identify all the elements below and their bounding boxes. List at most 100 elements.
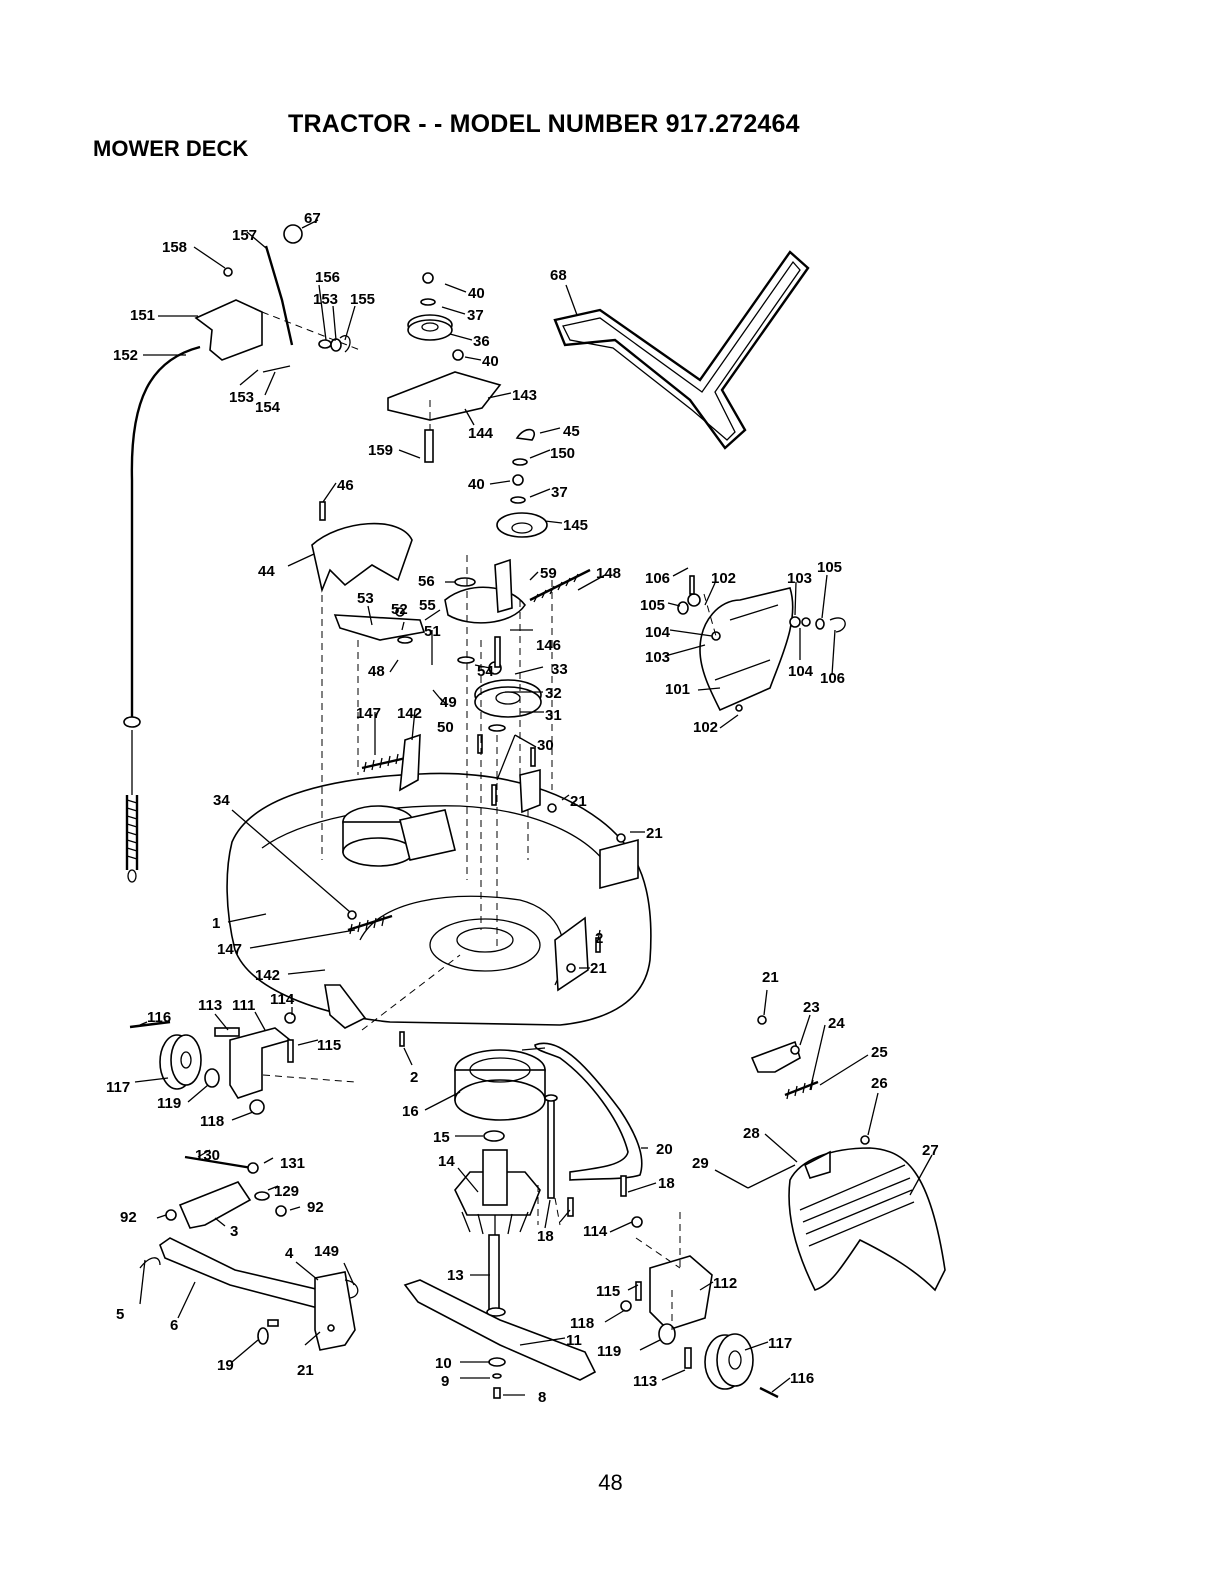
idler-arm-group [333,558,591,935]
callout-23: 23 [803,999,820,1016]
callout-157: 157 [232,227,257,244]
callout-118-left: 118 [200,1113,224,1130]
callout-119-right: 119 [597,1343,621,1360]
callout-11: 11 [566,1332,582,1349]
callout-118-right: 118 [570,1315,594,1332]
callout-21-deck-a: 21 [570,793,587,810]
callout-106-top: 106 [645,570,670,587]
callout-114-right: 114 [583,1223,608,1240]
callout-117-right: 117 [768,1335,792,1352]
callout-154: 154 [255,399,281,416]
front-link-arm-group [139,1155,359,1351]
mower-deck-housing [226,772,652,1026]
callout-14: 14 [438,1153,455,1170]
callout-40-middle: 40 [482,353,499,370]
callout-1: 1 [212,915,220,932]
callout-3: 3 [230,1223,238,1240]
callout-49: 49 [440,694,457,711]
callout-147-bottom: 147 [217,941,242,958]
callout-113-right: 113 [633,1373,657,1390]
callout-117-left: 117 [106,1079,130,1096]
callout-16: 16 [402,1103,419,1120]
callout-156: 156 [315,269,340,286]
callout-5: 5 [116,1306,124,1323]
callout-142-bottom: 142 [255,967,280,984]
deck-spindle-assembly [342,805,456,867]
callout-67: 67 [304,210,321,227]
page-number: 48 [598,1470,623,1495]
callout-116-left: 116 [147,1009,171,1026]
callout-15: 15 [433,1129,450,1146]
callout-104-left: 104 [645,624,671,641]
front-hanger [521,1042,643,1181]
callout-labels: 67 157 158 156 151 153 155 152 153 154 4… [106,210,939,1406]
callout-116-right: 116 [790,1370,814,1387]
callout-102-top: 102 [711,570,736,587]
callout-25: 25 [871,1044,888,1061]
callout-9: 9 [441,1373,449,1390]
callout-142-top: 142 [397,705,422,722]
callout-153-top: 153 [313,291,338,308]
callout-18-left: 18 [537,1228,554,1245]
callout-145: 145 [563,517,588,534]
callout-103-left: 103 [645,649,670,666]
callout-155: 155 [350,291,375,308]
callout-59: 59 [540,565,557,582]
callout-112: 112 [713,1275,737,1292]
callout-37-lower: 37 [551,484,568,501]
callout-55: 55 [419,597,436,614]
callout-8: 8 [538,1389,546,1406]
callout-53: 53 [357,590,374,607]
callout-13: 13 [447,1267,464,1284]
callout-129: 129 [274,1183,299,1200]
callout-21-bottom: 21 [297,1362,314,1379]
mower-blade [403,1279,597,1399]
callout-101: 101 [665,681,690,698]
callout-143: 143 [512,387,537,404]
callout-20: 20 [656,1141,673,1158]
callout-4: 4 [285,1245,294,1262]
callout-30: 30 [537,737,554,754]
callout-105-right: 105 [817,559,842,576]
callout-111: 111 [232,997,255,1014]
callout-150: 150 [550,445,575,462]
callout-31: 31 [545,707,562,724]
callout-104-right: 104 [788,663,814,680]
callout-54: 54 [477,663,494,680]
callout-106-right: 106 [820,670,845,687]
callout-36: 36 [473,333,490,350]
callout-153-bottom: 153 [229,389,254,406]
callout-68: 68 [550,267,567,284]
callout-21-deck-b: 21 [646,825,663,842]
callout-34: 34 [213,792,230,809]
callout-18-right: 18 [658,1175,675,1192]
leader-lines [134,219,933,1396]
callout-45: 45 [563,423,580,440]
callout-149: 149 [314,1243,339,1260]
chute-bracket-group [750,1015,870,1145]
callout-44: 44 [258,563,275,580]
callout-29: 29 [692,1155,709,1172]
blade-spindle-group [454,1049,558,1311]
callout-24: 24 [828,1015,845,1032]
callout-21-deck-c: 21 [590,960,607,977]
deck-hardware [399,734,626,1047]
callout-130: 130 [195,1147,220,1164]
callout-21-right: 21 [762,969,779,986]
callout-146: 146 [536,637,561,654]
callout-152: 152 [113,347,138,364]
left-gauge-wheel-group [129,984,367,1115]
callout-40-lower: 40 [468,476,485,493]
right-gauge-wheel-group [567,1175,779,1399]
callout-52: 52 [391,601,408,618]
callout-10: 10 [435,1355,452,1372]
idler-pulley-group [387,272,548,538]
callout-103-top: 103 [787,570,812,587]
callout-147-top: 147 [356,705,381,722]
belt-guard [311,501,413,593]
drive-belt [553,250,810,450]
alignment-dashed-lines [261,311,717,1330]
callout-144: 144 [468,425,494,442]
callout-56: 56 [418,573,435,590]
